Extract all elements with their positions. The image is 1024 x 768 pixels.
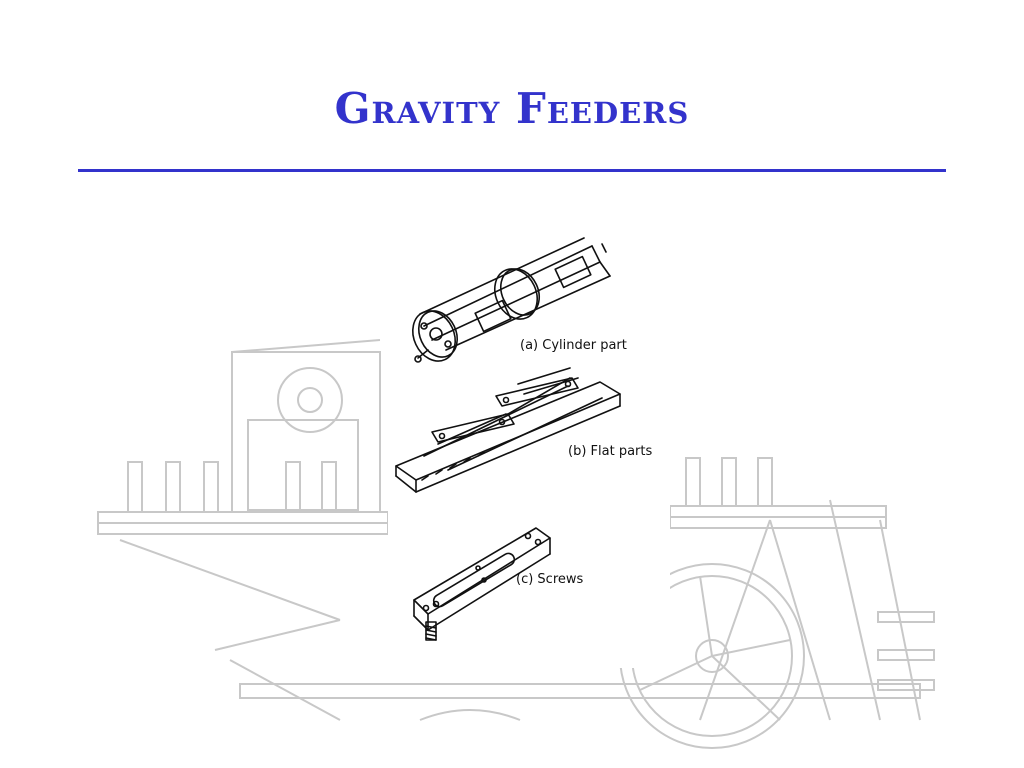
- caption-flat-parts: (b) Flat parts: [568, 444, 653, 459]
- caption-screws: (c) Screws: [516, 572, 584, 587]
- feeder-line-drawings: [395, 237, 621, 641]
- gravity-feeder-figure: (a) Cylinder part (b) Flat parts (c) Scr…: [388, 218, 670, 668]
- caption-cylinder-part: (a) Cylinder part: [520, 338, 627, 353]
- screws-feeder-drawing: [413, 527, 551, 641]
- title-underline: [78, 169, 946, 172]
- slide-title: Gravity Feeders: [334, 84, 690, 133]
- cylinder-feeder-drawing: [412, 237, 611, 363]
- flat-parts-feeder-drawing: [395, 367, 621, 493]
